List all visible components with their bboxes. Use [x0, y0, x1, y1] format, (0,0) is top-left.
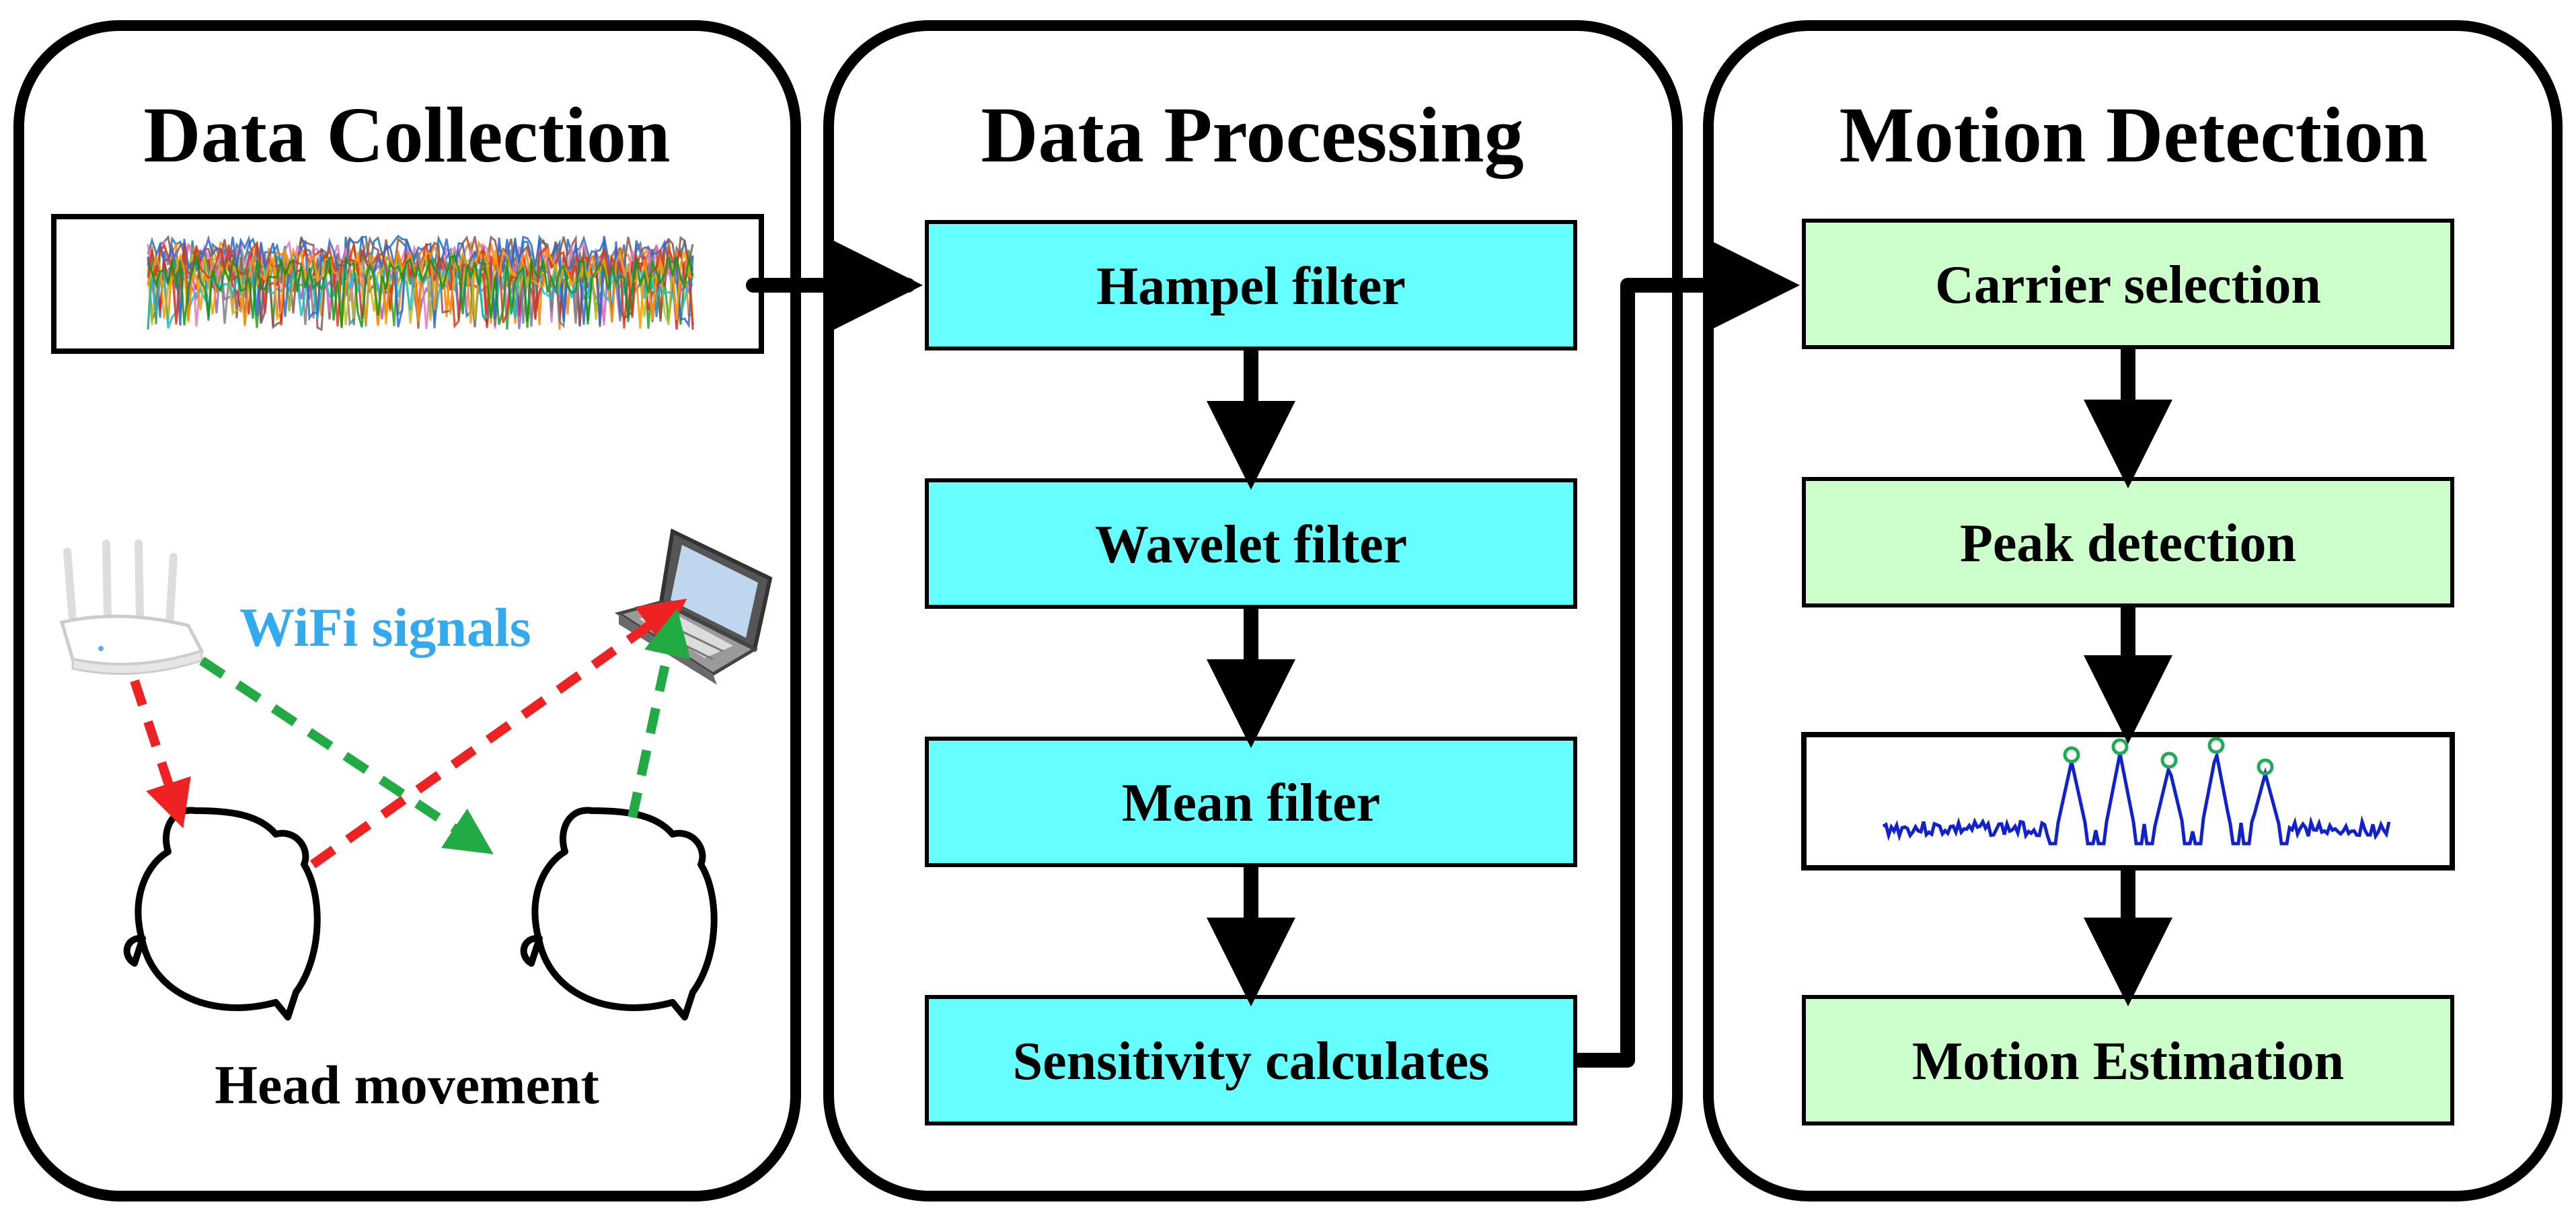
panel-title-data-processing: Data Processing — [981, 91, 1523, 179]
signal-path-green — [628, 608, 691, 819]
head-outline-icon — [123, 807, 321, 1021]
signal-path-green — [199, 657, 494, 854]
processing-box — [925, 995, 1577, 1125]
detection-step: Carrier selection — [1802, 219, 2454, 349]
detection-box — [1802, 995, 2454, 1125]
detection-label: Carrier selection — [1935, 256, 2321, 315]
detection-step: Peak detection — [1802, 477, 2454, 607]
processing-step: Hampel filter — [925, 220, 1577, 350]
flow-arrow-processing-to-detection — [1575, 241, 1800, 1068]
detection-label: Motion Estimation — [1912, 1032, 2344, 1091]
signal-path-red — [130, 679, 191, 829]
detection-label: Peak detection — [1960, 514, 2296, 573]
wifi-router-icon — [59, 540, 204, 675]
panel-title-motion-detection: Motion Detection — [1840, 91, 2428, 179]
peak-marker — [2257, 758, 2274, 776]
csi-trace — [147, 235, 694, 329]
processing-box — [925, 478, 1577, 609]
processing-box — [925, 737, 1577, 867]
peak-signal-line — [1882, 749, 2391, 846]
processing-step: Mean filter — [925, 737, 1577, 867]
processing-step: Sensitivity calculates — [925, 995, 1577, 1125]
head-outline-icon — [520, 807, 718, 1021]
peak-marker — [2207, 737, 2225, 754]
csi-signal-traces — [147, 234, 694, 332]
processing-label: Sensitivity calculates — [1013, 1032, 1490, 1091]
peak-marker — [2160, 751, 2178, 769]
csi-trace — [147, 254, 694, 328]
panel-title-data-collection: Data Collection — [143, 91, 670, 179]
head-movement-label: Head movement — [215, 1054, 599, 1115]
processing-box — [925, 220, 1577, 350]
processing-label: Wavelet filter — [1095, 515, 1407, 575]
processing-label: Hampel filter — [1096, 257, 1406, 316]
wifi-signals-label: WiFi signals — [239, 597, 531, 658]
processing-step: Wavelet filter — [925, 478, 1577, 609]
detection-box — [1802, 219, 2454, 349]
processing-label: Mean filter — [1122, 774, 1380, 833]
detection-step: Motion Estimation — [1802, 995, 2454, 1125]
signal-path-red — [309, 598, 687, 868]
peak-marker — [2063, 746, 2080, 764]
